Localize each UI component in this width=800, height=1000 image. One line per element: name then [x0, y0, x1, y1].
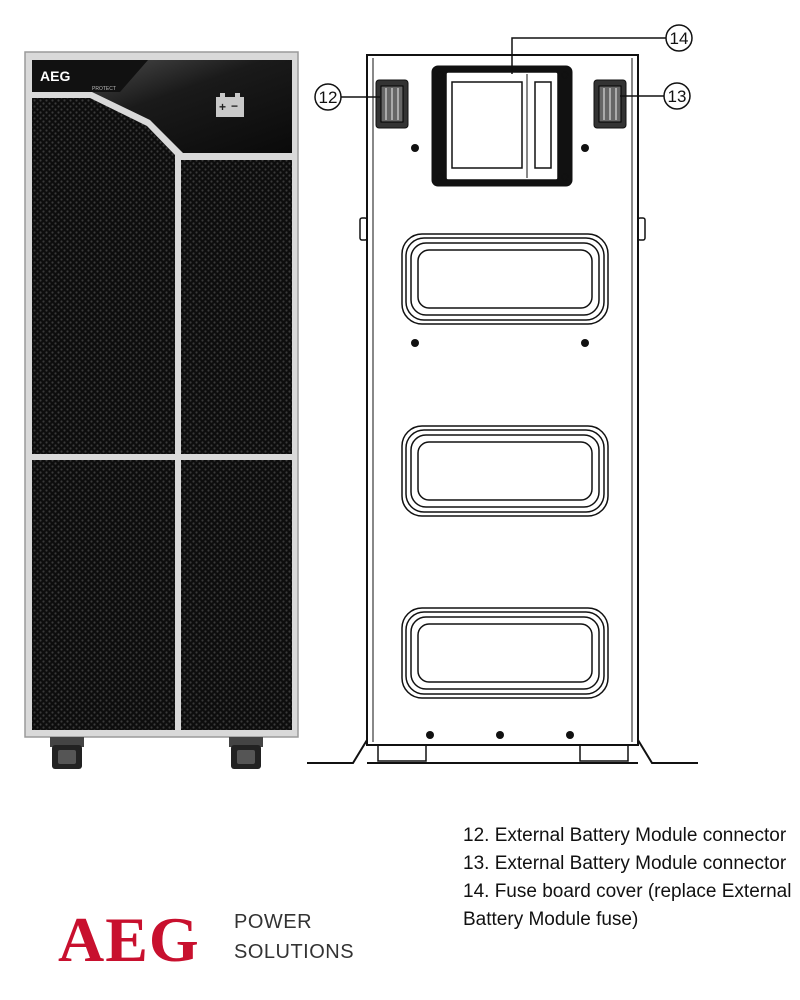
callout-14: 14 — [511, 24, 693, 74]
rear-view: 12 13 14 — [307, 24, 698, 764]
front-mesh-upper-right — [181, 160, 292, 454]
callout-12-label: 12 — [319, 88, 338, 107]
legend-item-13: 13. External Battery Module connector — [463, 853, 787, 874]
fuse-board-cover — [431, 65, 573, 187]
front-view: AEG PROTECT + − — [24, 51, 299, 769]
rear-foot-right — [637, 739, 698, 764]
brand-line-solutions: SOLUTIONS — [234, 941, 355, 963]
brand-logo-aeg: AEG — [58, 904, 200, 975]
front-wheel-left — [50, 737, 84, 769]
svg-text:−: − — [231, 99, 238, 113]
rear-vent-2 — [401, 425, 609, 517]
front-mesh-lower-right — [181, 460, 292, 730]
callout-13-label: 13 — [668, 87, 687, 106]
connector-12 — [375, 79, 409, 129]
front-mesh-upper-left — [32, 98, 175, 454]
callout-13: 13 — [620, 82, 691, 110]
callout-12: 12 — [314, 83, 380, 111]
brand-line-power: POWER — [234, 911, 313, 933]
battery-plus-minus-icon: + − — [216, 93, 244, 117]
svg-text:+: + — [219, 100, 226, 114]
legend-item-14: 14. Fuse board cover (replace External B… — [463, 881, 792, 930]
front-logo-text: AEG — [40, 68, 70, 84]
rear-vent-1 — [401, 233, 609, 325]
rear-foot-left — [307, 739, 368, 764]
rear-screws — [411, 144, 589, 739]
connector-13 — [593, 79, 627, 129]
rear-vent-3 — [401, 607, 609, 699]
front-wheel-right — [229, 737, 263, 769]
legend-item-12: 12. External Battery Module connector — [463, 825, 787, 846]
callout-14-label: 14 — [670, 29, 689, 48]
ups-diagram: AEG PROTECT + − — [24, 24, 698, 769]
front-logo-strip — [32, 60, 148, 92]
front-logo-subtext: PROTECT — [92, 86, 116, 92]
legend: 12. External Battery Module connector 13… — [463, 822, 793, 934]
brand-logo: AEG POWER SOLUTIONS — [58, 900, 378, 980]
front-mesh-lower-left — [32, 460, 175, 730]
